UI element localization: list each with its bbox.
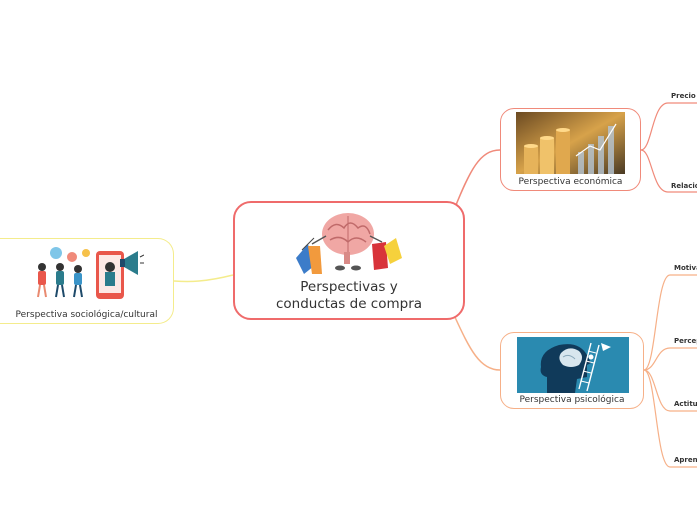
connector-psicologica <box>453 314 501 371</box>
leaf-actitud[interactable]: Actitu <box>674 400 697 408</box>
leaf-precio[interactable]: Precio <box>671 92 696 100</box>
coins-and-growth-chart-icon <box>516 112 625 174</box>
central-title: Perspectivas y conductas de compra <box>235 279 463 313</box>
brain-with-shopping-bags-icon <box>296 213 402 274</box>
connector-relacion <box>640 149 697 193</box>
branch-psicologica-label: Perspectiva psicológica <box>519 395 625 405</box>
branch-economica-label: Perspectiva económica <box>518 177 623 187</box>
connector-sociologica <box>173 274 234 283</box>
people-with-megaphone-icon <box>37 247 144 299</box>
connector-motivacion <box>643 274 697 371</box>
leaf-aprendizaje[interactable]: Aprend <box>674 456 697 464</box>
head-with-ladder-icon <box>517 337 629 393</box>
leaf-percepcion[interactable]: Percep <box>674 337 697 345</box>
connector-economica <box>453 149 501 211</box>
branch-sociologica-label: Perspectiva sociológica/cultural <box>15 310 158 320</box>
branch-sociologica[interactable]: Perspectiva sociológica/cultural <box>0 238 174 324</box>
central-title-line1: Perspectivas y <box>300 279 398 295</box>
central-topic[interactable]: Perspectivas y conductas de compra <box>233 201 465 320</box>
connector-actitud <box>643 369 697 412</box>
leaf-relacion[interactable]: Relació <box>671 182 697 190</box>
connector-precio <box>640 102 697 151</box>
connector-aprendizaje <box>643 369 697 468</box>
central-title-line2: conductas de compra <box>275 296 423 312</box>
branch-economica[interactable]: Perspectiva económica <box>500 108 641 191</box>
leaf-motivacion[interactable]: Motiva <box>674 264 697 272</box>
connector-percepcion <box>643 347 697 371</box>
branch-psicologica[interactable]: Perspectiva psicológica <box>500 332 644 409</box>
